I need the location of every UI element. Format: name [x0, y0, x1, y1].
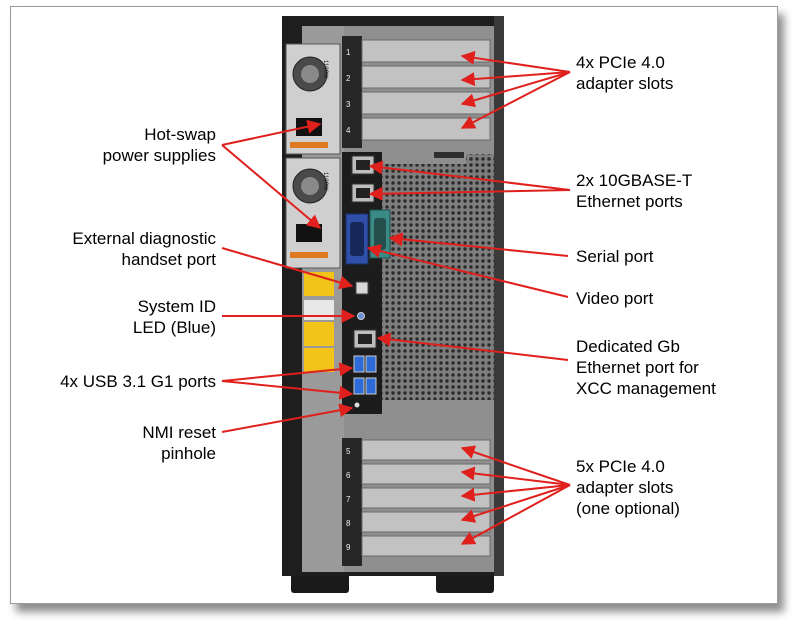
label-video-line1: Video port [576, 289, 654, 308]
label-dedicated-line1: Dedicated Gb [576, 337, 680, 356]
nmi-pinhole [354, 402, 360, 408]
pcie-slot-4 [361, 117, 491, 141]
label-ethernet: 2x 10GBASE-T Ethernet ports [576, 170, 692, 212]
arrow-diag [221, 247, 354, 290]
pcie-slots-top: 1 2 3 4 [342, 36, 491, 148]
slot-num-5: 5 [346, 447, 351, 456]
slot-num-4: 4 [346, 126, 351, 135]
pcie-slot-9 [361, 535, 491, 557]
arrow-pcie-bottom-2 [460, 466, 571, 486]
arrow-nmi [221, 403, 354, 433]
label-pcie-top-line1: 4x PCIe 4.0 [576, 53, 665, 72]
label-pcie-bottom-line3: (one optional) [576, 499, 680, 518]
foot-left [291, 573, 349, 593]
label-nmi-line2: pinhole [161, 444, 216, 463]
label-ext-diag: External diagnostic handset port [72, 228, 216, 270]
diagnostic-handset-port [355, 281, 369, 295]
usb-port-3 [353, 377, 365, 395]
power-supply-2: 1100W [285, 157, 341, 269]
slot-num-7: 7 [346, 495, 351, 504]
label-pcie-top-line2: adapter slots [576, 74, 674, 93]
label-dedicated: Dedicated Gb Ethernet port for XCC manag… [576, 336, 716, 399]
label-hot-swap-line2: power supplies [102, 146, 216, 165]
usb-port-4 [365, 377, 377, 395]
pcie-slots-bottom: 5 6 7 8 9 [342, 438, 491, 566]
label-dedicated-line3: XCC management [576, 379, 716, 398]
callout-arrows [221, 50, 571, 545]
arrow-pcie-top-1 [460, 50, 571, 73]
arrow-pcie-bottom-1 [460, 445, 571, 486]
arrow-serial [388, 232, 569, 257]
label-system-id: System ID LED (Blue) [133, 296, 216, 338]
arrow-ethernet-1 [368, 160, 571, 191]
label-system-id-line2: LED (Blue) [132, 318, 216, 337]
label-pcie-bottom-line2: adapter slots [576, 478, 674, 497]
slot-num-6: 6 [346, 471, 351, 480]
warning-labels [304, 272, 334, 372]
arrow-pcie-bottom-3 [460, 484, 571, 502]
label-system-id-line1: System ID [137, 297, 216, 316]
slot-num-2: 2 [346, 74, 351, 83]
label-pcie-top: 4x PCIe 4.0 adapter slots [576, 52, 673, 94]
label-pcie-bottom: 5x PCIe 4.0 adapter slots (one optional) [576, 456, 680, 519]
label-nmi: NMI reset pinhole [142, 422, 216, 464]
slot-num-8: 8 [346, 519, 351, 528]
arrow-xcc [376, 332, 569, 361]
arrow-psu-1 [221, 119, 322, 146]
foot-right [436, 573, 494, 593]
label-pcie-bottom-line1: 5x PCIe 4.0 [576, 457, 665, 476]
usb-port-1 [353, 355, 365, 373]
chassis-edge-right [494, 16, 504, 576]
usb-port-2 [365, 355, 377, 373]
grille-handle-slot [434, 152, 464, 158]
label-hot-swap: Hot-swap power supplies [103, 124, 216, 166]
pcie-slot-2 [361, 65, 491, 89]
system-id-led [357, 312, 365, 320]
slot-num-3: 3 [346, 100, 351, 109]
arrow-pcie-bottom-4 [460, 484, 571, 523]
psu-2-rating: 1100W [322, 172, 328, 191]
arrow-video [366, 244, 569, 298]
psu-1-rating: 1100W [322, 60, 328, 79]
label-serial-line1: Serial port [576, 247, 654, 266]
vent-grille [382, 164, 494, 400]
pcie-slot-8 [361, 511, 491, 533]
label-ethernet-line2: Ethernet ports [576, 192, 683, 211]
arrow-pcie-top-3 [460, 71, 571, 108]
arrow-ethernet-2 [368, 186, 571, 201]
slot-num-9: 9 [346, 543, 351, 552]
label-serial: Serial port [576, 246, 653, 267]
label-video: Video port [576, 288, 653, 309]
arrow-psu-2 [221, 144, 322, 229]
pcie-slot-5 [361, 439, 491, 461]
label-usb: 4x USB 3.1 G1 ports [60, 371, 216, 392]
arrow-usb-2 [221, 380, 354, 400]
pcie-slot-1 [361, 39, 491, 63]
power-supply-1: 1100W [285, 43, 341, 155]
label-ethernet-line1: 2x 10GBASE-T [576, 171, 693, 190]
arrow-pcie-top-2 [460, 71, 571, 87]
label-nmi-line1: NMI reset [142, 423, 216, 442]
slot-num-1: 1 [346, 48, 351, 57]
label-dedicated-line2: Ethernet port for [576, 358, 699, 377]
arrow-pcie-top-4 [460, 71, 571, 129]
label-usb-line1: 4x USB 3.1 G1 ports [60, 372, 216, 391]
pcie-slot-6 [361, 463, 491, 485]
io-ports [345, 155, 391, 408]
label-ext-diag-line1: External diagnostic [72, 229, 216, 248]
pcie-slot-3 [361, 91, 491, 115]
label-hot-swap-line1: Hot-swap [144, 125, 216, 144]
vent-grille-upper [466, 154, 494, 164]
arrow-pcie-bottom-5 [460, 484, 571, 545]
pcie-slot-7 [361, 487, 491, 509]
arrow-usb-1 [221, 362, 354, 382]
label-ext-diag-line2: handset port [121, 250, 216, 269]
